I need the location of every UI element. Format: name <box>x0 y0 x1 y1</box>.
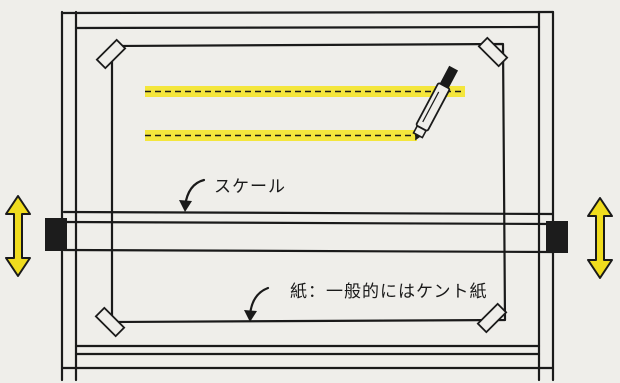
double-arrow-icon <box>5 195 31 277</box>
scale-leader <box>179 178 206 212</box>
board-frame <box>60 10 555 382</box>
double-arrow-icon <box>587 197 613 279</box>
board-bottom-rails <box>60 344 555 370</box>
paper-label: 紙：一般的にはケント紙 <box>290 282 488 302</box>
paper-leader <box>244 286 270 322</box>
tape-icon <box>94 36 509 338</box>
ruler-clamp-right <box>546 221 568 253</box>
drawn-lines <box>145 86 465 141</box>
ruler-clamp-left <box>45 218 67 251</box>
parallel-ruler <box>45 210 568 254</box>
paper-sheet <box>110 42 507 324</box>
scale-label: スケール <box>214 177 286 197</box>
pen-icon <box>412 65 459 141</box>
